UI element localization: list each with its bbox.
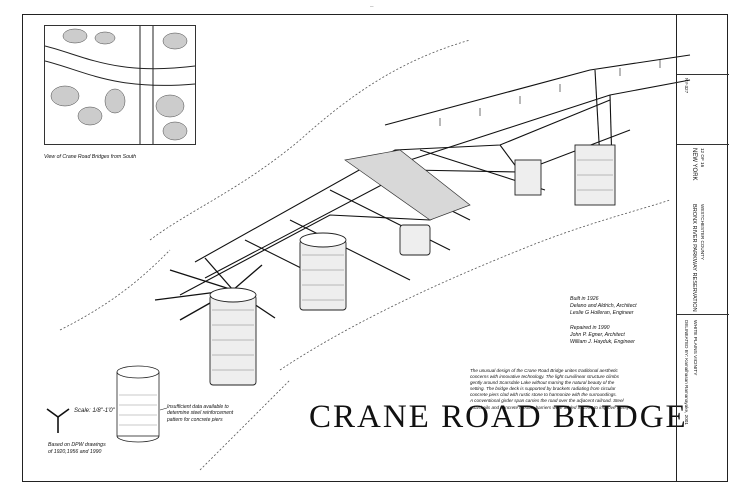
- note-line: determine steel reinforcement: [167, 410, 234, 417]
- insufficient-data-note: Insufficient data available to determine…: [167, 404, 233, 423]
- title-block-divider: [677, 314, 729, 315]
- scale-label: Scale: 1/8"-1'0": [74, 408, 115, 414]
- description-line: concerns with innovative technology. The…: [470, 374, 620, 380]
- axis-symbol-icon: [46, 408, 70, 433]
- inset-aerial-sketch: [45, 26, 195, 144]
- credits-block: Built in 1926 Delano and Aldrich, Archit…: [570, 296, 637, 346]
- description-line: guardrails and concrete median barriers …: [470, 404, 631, 410]
- delineator-credit: DELINEATED BY: Kamalhasan Ramanayake, 20…: [684, 320, 689, 425]
- title-block-divider: [677, 144, 729, 145]
- drawing-title: CRANE ROAD BRIDGE: [309, 399, 688, 435]
- repair-engineer: William J. Hayduk, Engineer: [570, 339, 635, 346]
- city-label: WHITE PLAINS VICINITY: [692, 320, 697, 376]
- title-block-divider: [677, 74, 729, 75]
- state-label: NEW YORK: [691, 148, 697, 181]
- sheet-number: 12 OF 16: [700, 148, 705, 168]
- description-line: concrete piers clad with rustic stone to…: [470, 392, 617, 398]
- description-line: gently around Scarsdale Lake without mar…: [470, 380, 615, 386]
- note-line: of 1920,1956 and 1990: [48, 449, 102, 455]
- original-architect: Delano and Aldrich, Architect: [570, 303, 637, 310]
- title-block: NY-327 NEW YORK 12 OF 16 BRONX RIVER PAR…: [676, 14, 729, 482]
- note-line: Insufficient data available to: [167, 404, 229, 410]
- inset-caption: View of Crane Road Bridges from South: [44, 154, 137, 160]
- bridge-description: The unusual design of the Crane Road Bri…: [470, 368, 688, 411]
- sheet-border: [22, 14, 728, 482]
- source-drawings-note: Based on DPW drawings of 1920,1956 and 1…: [48, 442, 106, 456]
- description-line: A conventional girder span carries the r…: [470, 398, 624, 404]
- description-line: The unusual design of the Crane Road Bri…: [470, 368, 618, 373]
- survey-number: NY-327: [684, 78, 689, 94]
- top-margin-mark: —: [370, 4, 374, 8]
- built-year: Built in 1926: [570, 296, 599, 302]
- original-engineer: Leslie G Holleran, Engineer: [570, 310, 634, 317]
- inset-view-frame: [44, 25, 196, 145]
- description-line: setting. The bridge deck is supported by…: [470, 386, 616, 392]
- repair-architect: John P. Egner, Architect: [570, 331, 625, 338]
- project-name: BRONX RIVER PARKWAY RESERVATION: [691, 204, 697, 312]
- repair-year: Repaired in 1990: [570, 324, 610, 331]
- note-line: pattern for concrete piers: [167, 416, 223, 423]
- note-line: Based on DPW drawings: [48, 442, 106, 448]
- county-name: WESTCHESTER COUNTY: [700, 204, 705, 260]
